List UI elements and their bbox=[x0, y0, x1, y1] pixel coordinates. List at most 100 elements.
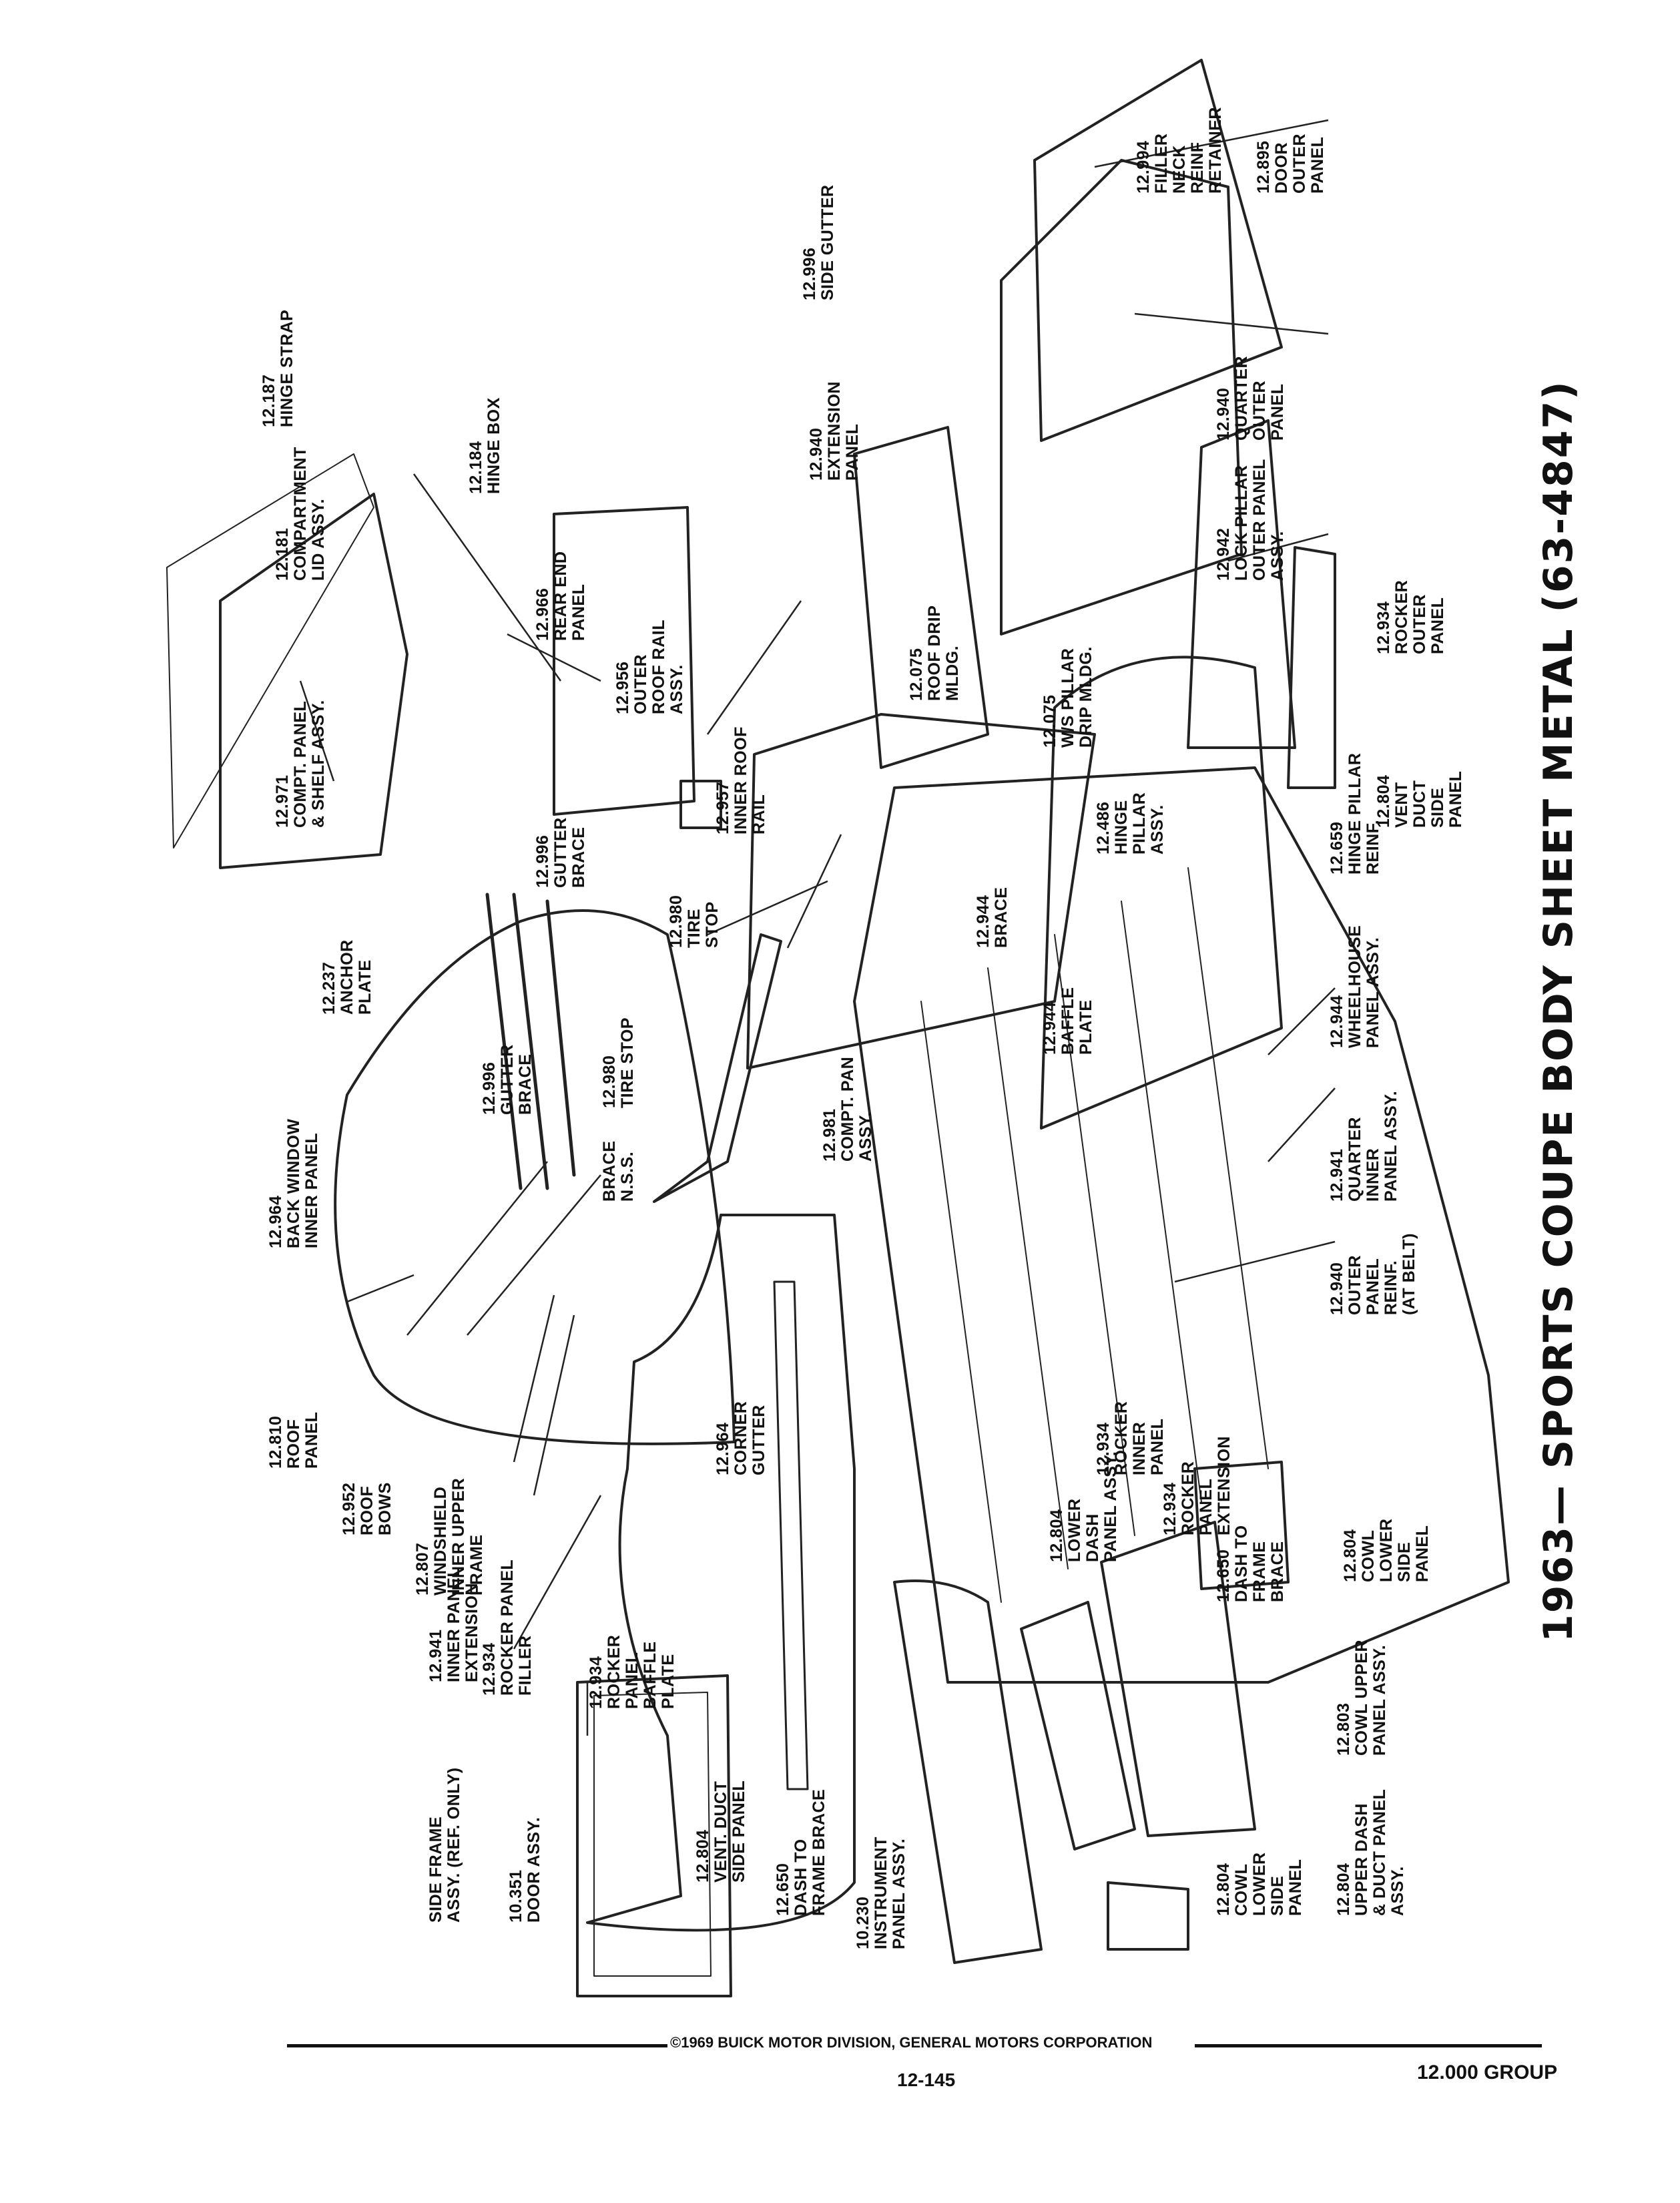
floor-pan-ribs bbox=[920, 867, 1269, 1603]
leader-rear-end bbox=[507, 633, 601, 682]
leader-side-frame bbox=[513, 1495, 602, 1650]
leader-quarter-outer bbox=[1134, 312, 1329, 335]
footer-rule-right bbox=[1195, 2044, 1542, 2047]
cowl-upper-panel-shape bbox=[1100, 1521, 1256, 1837]
instrument-panel-shape bbox=[893, 1579, 1043, 1964]
hinge-pillar-shape bbox=[1187, 419, 1296, 749]
leader-tire-stop bbox=[786, 834, 842, 949]
windshield-frame-shape bbox=[653, 933, 782, 1203]
door-assy-inner bbox=[593, 1692, 712, 1977]
door-assy-shape bbox=[576, 1674, 732, 1997]
leader-inner-roof-rail bbox=[706, 600, 802, 735]
leader-wheelhouse bbox=[1268, 987, 1336, 1055]
side-frame-rocker bbox=[773, 1280, 809, 1790]
anchor-plate-shape bbox=[679, 780, 722, 829]
compartment-lid-shape bbox=[166, 453, 374, 848]
label-side-frame: SIDE FRAME ASSY. (REF. ONLY) bbox=[427, 1767, 463, 1923]
leader-roof-bows bbox=[406, 1161, 548, 1336]
leader-inner-ext bbox=[513, 1294, 555, 1463]
leader-rocker-filler bbox=[533, 1314, 575, 1496]
wheelhouse-panel-shape bbox=[1040, 656, 1283, 1130]
copyright-text: ©1969 BUICK MOTOR DIVISION, GENERAL MOTO… bbox=[670, 2034, 1153, 2051]
leader-roof-panel bbox=[346, 1274, 414, 1303]
leader-door-outer bbox=[1094, 119, 1329, 168]
leader-compt-pan bbox=[707, 880, 828, 936]
rocker-outer-panel-shape bbox=[1287, 546, 1336, 789]
leader-outer-reinf bbox=[1174, 1240, 1336, 1283]
roof-panel-shape bbox=[334, 909, 736, 1445]
leader-lock-pillar bbox=[1227, 533, 1329, 562]
roof-bows-shape bbox=[485, 893, 576, 1190]
leader-hinge-strap bbox=[412, 473, 562, 682]
floor-pan-shape bbox=[853, 766, 1510, 1684]
group-label: 12.000 GROUP bbox=[1417, 2061, 1558, 2084]
cowl-lower-side-panel-1 bbox=[1107, 1881, 1189, 1951]
roof-rail-shape bbox=[853, 426, 989, 769]
door-outer-panel-shape bbox=[1033, 59, 1283, 442]
side-frame-shape bbox=[586, 1214, 856, 1932]
cowl-lower-side-panel-2 bbox=[1193, 1461, 1290, 1590]
quarter-outer-panel-shape bbox=[1000, 159, 1243, 636]
footer-rule-left bbox=[287, 2044, 667, 2047]
leader-compt-shelf bbox=[299, 680, 335, 782]
upper-dash-panel-shape bbox=[1020, 1601, 1136, 1851]
page-title: 1963— SPORTS COUPE BODY SHEET METAL (63-… bbox=[1535, 380, 1582, 1642]
label-brace-nss: BRACE N.S.S. bbox=[600, 1140, 637, 1202]
leader-windshield bbox=[467, 1174, 601, 1336]
compt-shelf-shape bbox=[219, 493, 408, 869]
leader-quarter-inner bbox=[1268, 1087, 1336, 1162]
page-number: 12-145 bbox=[897, 2069, 956, 2090]
rear-end-panel-shape bbox=[553, 506, 695, 816]
